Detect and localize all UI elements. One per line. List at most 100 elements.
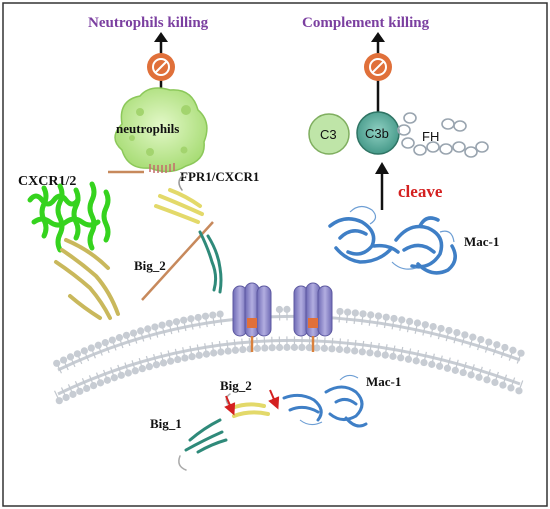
lipid-head [53, 359, 61, 367]
lipid-tail [516, 355, 521, 364]
lipid-tail [105, 345, 110, 354]
lipid-tail [408, 348, 412, 357]
lipid-head [477, 335, 485, 344]
lipid-head [283, 343, 291, 351]
lipid-tail [447, 357, 451, 366]
lipid-head [129, 329, 138, 337]
lipid-head [499, 381, 507, 389]
lipid-head [94, 341, 102, 349]
neutrophils-killing-title: Neutrophils killing [88, 15, 209, 31]
lipid-head [367, 311, 375, 319]
lipid-tail [345, 315, 348, 324]
lipid-tail [369, 341, 373, 350]
lipid-tail [385, 344, 388, 353]
lipid-tail [67, 384, 73, 392]
lipid-tail [103, 369, 107, 378]
mac1-thin-loops-lower [299, 374, 359, 426]
lipid-tail [119, 340, 124, 349]
lipid-tail [241, 338, 244, 347]
lipid-head [373, 350, 382, 358]
lipid-tail [176, 324, 180, 333]
lipid-head [397, 354, 405, 362]
lipid-head [145, 363, 153, 371]
lipid-tail [479, 366, 483, 375]
lipid-tail [205, 319, 208, 328]
lipid-head [261, 344, 269, 352]
lipid-tail [196, 344, 200, 353]
lipid-head [459, 368, 467, 377]
cxcr-big2-sheet [54, 238, 120, 320]
lipid-head [305, 344, 313, 352]
lipid-tail [84, 353, 90, 362]
lipid-head [73, 350, 82, 358]
block-icon-complement [364, 32, 392, 112]
lipid-tail [463, 361, 467, 370]
lipid-tail [126, 337, 131, 346]
lipid-head [467, 371, 475, 379]
lipid-head [158, 321, 166, 329]
lipid-tail [219, 316, 223, 326]
lipid-head [335, 345, 344, 354]
lipid-head [509, 346, 517, 354]
lipid-tail [131, 360, 135, 369]
lipid-head [59, 356, 68, 364]
lipid-tail [64, 362, 69, 371]
cleavage-arrow-right [268, 389, 280, 410]
cxcr-helix-bundle [27, 181, 111, 253]
lipid-head [66, 353, 75, 361]
lipid-tail [391, 321, 395, 330]
big2-domain-upper [154, 175, 223, 294]
lipid-head [96, 379, 105, 387]
cleavage-arrow-left [224, 395, 236, 416]
lipid-tail [383, 320, 387, 329]
mac1-structure-upper [328, 216, 457, 275]
lipid-head [507, 384, 515, 392]
lipid-tail [439, 355, 443, 364]
lipid-head [103, 376, 111, 384]
lipid-tail [437, 331, 441, 340]
lipid-head [137, 327, 145, 335]
lipid-tail [155, 329, 159, 338]
lipid-head [187, 315, 195, 323]
lipid-head [87, 344, 95, 352]
cxcr1-2-label: CXCR1/2 [18, 174, 76, 189]
lipid-tail [167, 350, 171, 359]
lipid-tail [133, 335, 138, 344]
lipid-tail [60, 387, 66, 396]
lipid-head [283, 305, 291, 313]
lipid-head [343, 346, 351, 354]
lipid-head [389, 352, 397, 360]
lipid-tail [476, 342, 481, 351]
lipid-head [390, 314, 398, 323]
lipid-tail [71, 359, 76, 368]
lipid-head [83, 384, 91, 393]
big1-domain-lower [178, 418, 228, 471]
fh-chain [397, 112, 489, 158]
lipid-head [167, 357, 175, 365]
lipid-head [159, 359, 168, 367]
lipid-head [138, 365, 146, 373]
lipid-head [165, 319, 173, 327]
lipid-tail [145, 355, 150, 364]
lipid-head [231, 346, 240, 354]
neutrophils-label: neutrophils [116, 121, 179, 136]
lipid-tail [431, 353, 435, 362]
lipid-tail [362, 340, 365, 349]
lipid-tail [78, 356, 83, 365]
lipid-tail [248, 337, 251, 346]
lipid-tail [182, 347, 185, 356]
lipid-tail [140, 333, 145, 342]
lipid-head [406, 317, 414, 326]
lipid-tail [354, 339, 357, 349]
lipid-head [437, 324, 445, 333]
lipid-head [275, 343, 284, 352]
lipid-tail [88, 375, 93, 384]
cleave-label: cleave [398, 182, 443, 201]
lipid-tail [376, 318, 379, 327]
lipid-head [374, 312, 383, 320]
lipid-head [55, 397, 63, 405]
lipid-tail [53, 390, 59, 399]
lipid-tail [190, 321, 194, 330]
lipid-tail [416, 349, 420, 359]
